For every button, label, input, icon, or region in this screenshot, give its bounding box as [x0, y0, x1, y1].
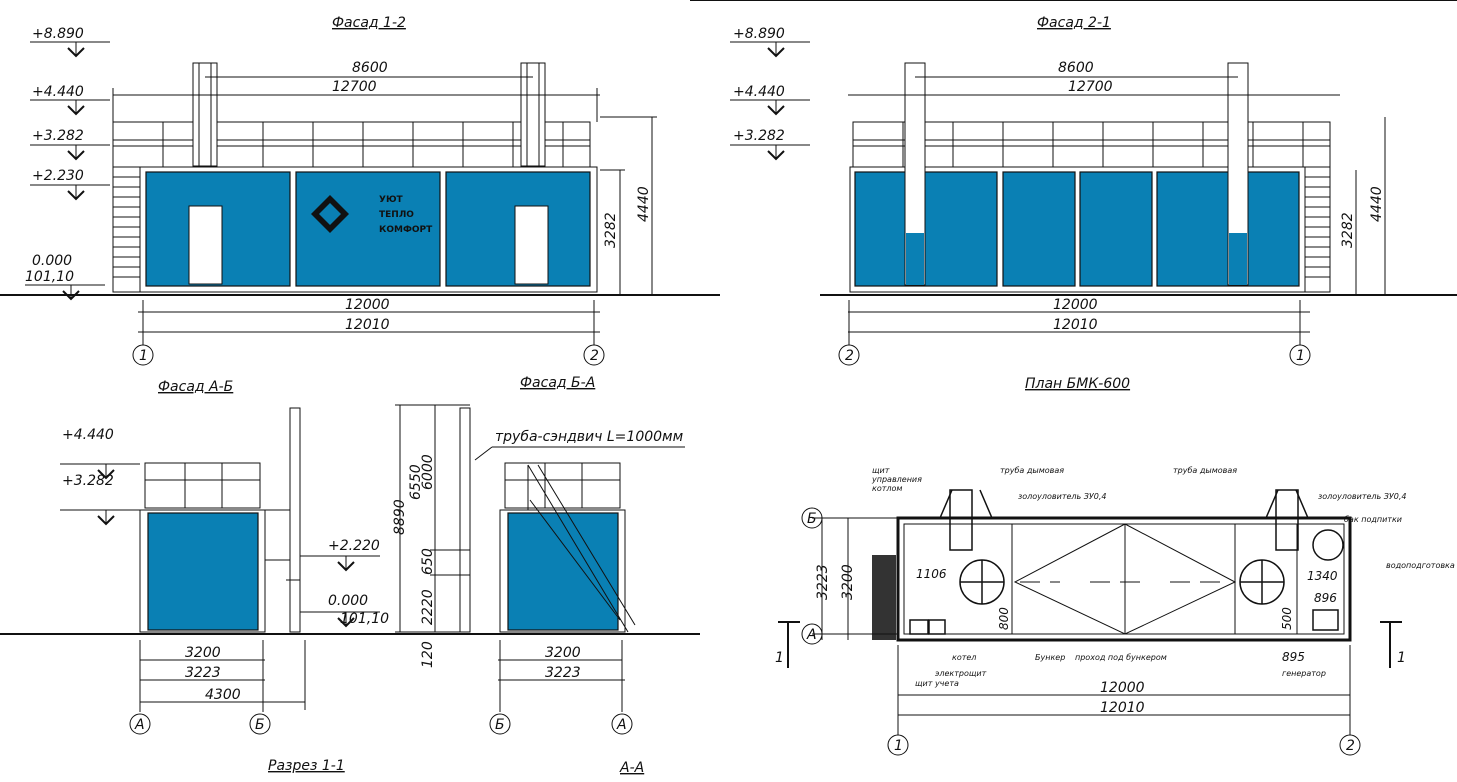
door	[188, 205, 223, 285]
dimension: 8600	[352, 60, 388, 76]
plan-label: труба дымовая	[1173, 466, 1237, 475]
facade-b-a-title: Фасад Б-А	[520, 375, 595, 391]
facade-b-a: Фасад Б-А труба-сэндвич L=1000мм 8890 65…	[392, 375, 685, 776]
dimension: 120	[420, 641, 436, 668]
level-label: +8.890	[733, 26, 785, 42]
axis-marker: 1	[1296, 348, 1305, 364]
plan-label: золоуловитель ЗУ0,4	[1018, 492, 1107, 501]
dimension: 650	[420, 548, 436, 575]
level-label: +4.440	[32, 84, 84, 100]
dimension: 4440	[1369, 186, 1385, 222]
plan-label: щит учета	[915, 679, 959, 688]
facade-2-1-title: Фасад 2-1	[1037, 15, 1111, 31]
axis-marker: А	[806, 627, 817, 643]
facade-1-2: Фасад 1-2 +8.890 +4.440 +3.282 +2.230 0.…	[24, 15, 657, 366]
axis-marker: 2	[845, 348, 854, 364]
dimension: 12000	[1053, 297, 1098, 313]
plan-label: проход под бункером	[1075, 653, 1167, 662]
plan-title: План БМК-600	[1025, 376, 1130, 392]
axis-marker: А	[134, 717, 145, 733]
dimension: 4440	[636, 186, 652, 222]
pipe-note: труба-сэндвич L=1000мм	[495, 429, 684, 445]
level-label: 101,10	[25, 269, 74, 285]
axis-marker: 2	[590, 348, 599, 364]
plan-label: управления	[871, 475, 922, 484]
logo-text: КОМФОРТ	[379, 225, 433, 235]
axis-marker: 1	[894, 738, 903, 754]
section-marker: 1	[775, 650, 784, 666]
logo-text: УЮТ	[379, 195, 404, 205]
dimension: 3200	[545, 645, 581, 661]
logo-text: ТЕПЛО	[379, 210, 414, 220]
section-marker: 1	[1397, 650, 1406, 666]
axis-marker: 2	[1346, 738, 1355, 754]
dimension: 12010	[1053, 317, 1098, 333]
facade-a-b: Фасад А-Б +4.440 +3.282 +2.220 0.000 101…	[59, 379, 389, 774]
dimension: 1106	[916, 567, 947, 581]
plan-label: водоподготовка	[1386, 561, 1455, 570]
plan-bmk-600: План БМК-600 щит управления котлом труба…	[775, 376, 1455, 756]
dimension: 3200	[185, 645, 221, 661]
dimension: 3282	[603, 212, 619, 248]
level-label: +4.440	[733, 84, 785, 100]
plan-label: Бункер	[1035, 653, 1065, 662]
dimension: 12010	[345, 317, 390, 333]
axis-marker: Б	[807, 511, 817, 527]
level-label: +2.230	[32, 168, 84, 184]
dimension: 1340	[1307, 569, 1338, 583]
axis-marker: Б	[255, 717, 265, 733]
dimension: 12000	[345, 297, 390, 313]
level-label: 0.000	[32, 253, 72, 269]
section-title: А-А	[619, 760, 644, 776]
dimension: 12700	[1068, 79, 1113, 95]
facade-1-2-title: Фасад 1-2	[332, 15, 406, 31]
level-label: +3.282	[62, 473, 114, 489]
facade-a-b-title: Фасад А-Б	[158, 379, 233, 395]
level-label: 101,10	[340, 611, 389, 627]
plan-label: котлом	[872, 484, 902, 493]
dimension: 500	[1280, 607, 1294, 630]
section-title: Разрез 1-1	[268, 758, 345, 774]
plan-label: генератор	[1282, 669, 1326, 678]
dimension: 895	[1282, 650, 1305, 664]
plan-label: котел	[952, 653, 976, 662]
level-label: +4.440	[62, 427, 114, 443]
plan-label: электрощит	[935, 669, 987, 678]
level-label: 0.000	[328, 593, 368, 609]
dimension: 6000	[420, 454, 436, 490]
facade-2-1: Фасад 2-1 +8.890 +4.440 +3.282 8600 1270…	[729, 15, 1386, 366]
dimension: 3282	[1340, 212, 1356, 248]
dimension: 6550	[408, 464, 424, 500]
level-label: +2.220	[328, 538, 380, 554]
dimension: 3223	[185, 665, 221, 681]
axis-marker: А	[616, 717, 627, 733]
door	[514, 205, 549, 285]
axis-marker: Б	[495, 717, 505, 733]
dimension: 8600	[1058, 60, 1094, 76]
dimension: 800	[997, 607, 1011, 630]
plan-label: труба дымовая	[1000, 466, 1064, 475]
axis-marker: 1	[139, 348, 148, 364]
level-label: +8.890	[32, 26, 84, 42]
plan-label: золоуловитель ЗУ0,4	[1318, 492, 1407, 501]
dimension: 3223	[815, 564, 831, 600]
dimension: 8890	[392, 499, 408, 535]
plan-label: бак подпитки	[1344, 515, 1402, 524]
dimension: 4300	[205, 687, 241, 703]
level-label: +3.282	[733, 128, 785, 144]
level-label: +3.282	[32, 128, 84, 144]
logo	[311, 195, 349, 233]
dimension: 12700	[332, 79, 377, 95]
dimension: 2220	[420, 589, 436, 625]
dimension: 12010	[1100, 700, 1145, 716]
dimension: 3223	[545, 665, 581, 681]
dimension: 12000	[1100, 680, 1145, 696]
dimension: 896	[1314, 591, 1337, 605]
dimension: 3200	[840, 564, 856, 600]
plan-label: щит	[872, 466, 890, 475]
